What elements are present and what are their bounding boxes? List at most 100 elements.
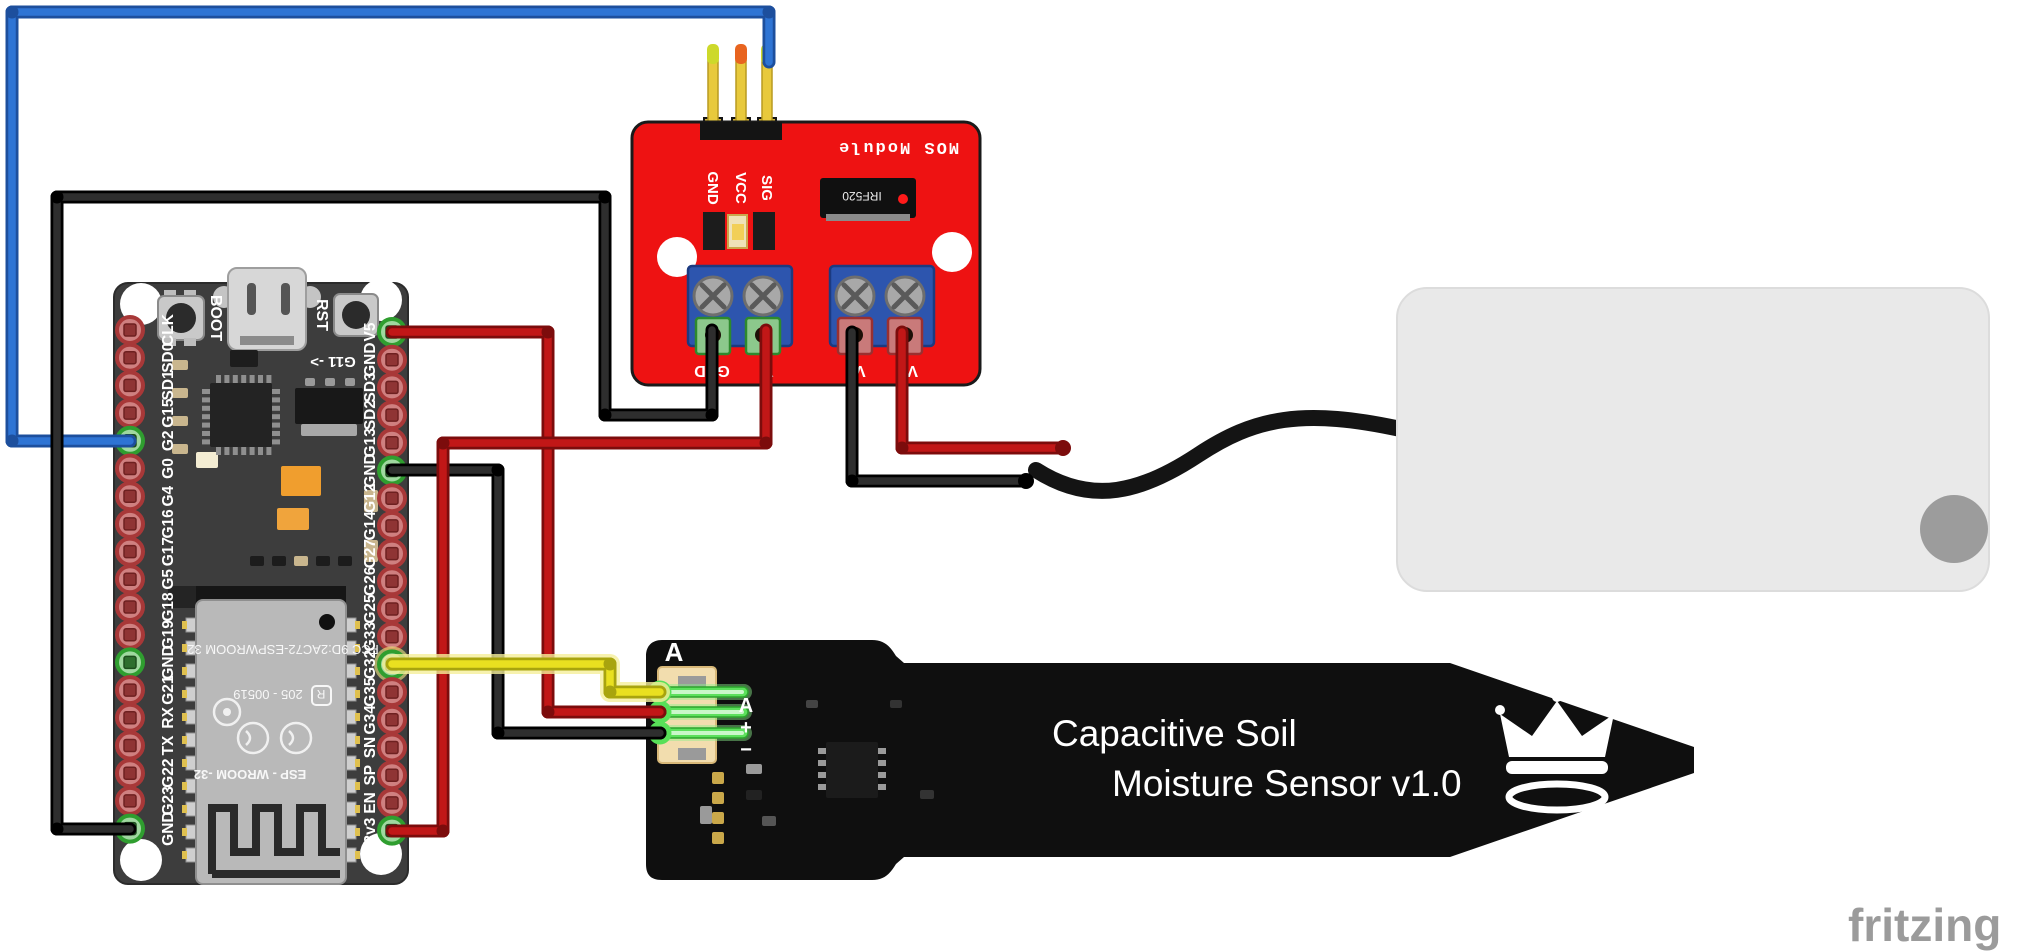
- pin-label: G14: [362, 511, 379, 541]
- smd-component: [762, 816, 776, 826]
- sensor-corner-label: A: [665, 637, 684, 667]
- mounting-hole: [657, 237, 697, 277]
- pin-sd2[interactable]: SD2: [362, 400, 407, 430]
- wire-black-vminus-to-pump[interactable]: [845, 325, 1035, 489]
- pin-g33[interactable]: G33: [362, 622, 407, 652]
- pin-sn[interactable]: SN: [362, 732, 407, 763]
- wroom-pad-gold: [182, 851, 187, 859]
- mos-title: MOS Module: [837, 137, 959, 156]
- pin-label: SD2: [362, 400, 379, 430]
- wire-red-vplus-to-pump[interactable]: [895, 325, 1072, 456]
- pin-sd3[interactable]: SD3: [362, 372, 407, 403]
- pin-g23[interactable]: G23: [115, 786, 177, 816]
- pin-label: G17: [160, 537, 177, 566]
- pin-en[interactable]: EN: [362, 787, 407, 818]
- pin-sd0[interactable]: SD0: [115, 343, 177, 373]
- chip-pin: [272, 397, 280, 403]
- rst-button[interactable]: [333, 293, 379, 337]
- smd-component: [272, 556, 286, 566]
- wroom-pad-gold: [355, 828, 360, 836]
- pin-label: TX: [160, 735, 177, 755]
- wire-yellow-g32-to-sensor-a[interactable]: [382, 654, 670, 702]
- pin-g35[interactable]: G35: [362, 677, 407, 708]
- pump-cable[interactable]: [1028, 410, 1413, 499]
- pin-g14[interactable]: G14: [362, 511, 407, 541]
- wroom-pad-gold: [182, 736, 187, 744]
- chip-pin: [216, 447, 221, 455]
- pin-g26[interactable]: G26: [362, 566, 407, 597]
- wroom-module: FCC 9D:2AC72-ESPWROOM 32 205 - 00519 R E…: [187, 586, 379, 885]
- pin-label: G12: [362, 484, 379, 513]
- pin-g34[interactable]: G34: [362, 705, 407, 735]
- wroom-name-text: ESP - WROOM -32: [194, 767, 306, 782]
- wroom-pad-gold: [182, 621, 187, 629]
- wroom-pad-gold: [355, 736, 360, 744]
- wroom-pad-gold: [182, 805, 187, 813]
- wire-red-v5-to-sensor-plus[interactable]: [385, 325, 667, 719]
- smd-component: [277, 508, 309, 530]
- pin-g25[interactable]: G25: [362, 594, 407, 624]
- wire-red-3v3-to-module-vin[interactable]: [385, 323, 773, 838]
- pin-g16[interactable]: G16: [115, 509, 177, 539]
- smd-component: [712, 812, 724, 824]
- pin-tx[interactable]: TX: [115, 730, 177, 761]
- pin-g0[interactable]: G0: [115, 453, 177, 484]
- smd-component: [295, 388, 363, 424]
- wroom-pad-gold: [355, 667, 360, 675]
- pin-g22[interactable]: G22: [115, 758, 177, 789]
- smd-component: [826, 742, 878, 798]
- chip-pin: [266, 375, 272, 383]
- chip-pin: [272, 389, 280, 394]
- mounting-hole: [932, 232, 972, 272]
- pin-g27[interactable]: G27: [362, 538, 407, 569]
- pin-g17[interactable]: G17: [115, 536, 177, 567]
- wroom-fcc-text: FCC 9D:2AC72-ESPWROOM 32: [187, 642, 378, 657]
- soil-moisture-sensor[interactable]: A A + − Capacitive Soil Moisture Sensor …: [646, 637, 1694, 880]
- pin-label: GND: [362, 342, 379, 376]
- pin-g18[interactable]: G18: [115, 592, 177, 622]
- terminal-block-control[interactable]: [686, 264, 794, 356]
- pin-gnd[interactable]: GND: [115, 645, 177, 680]
- pin-rx[interactable]: RX: [115, 702, 177, 733]
- sensor-pcb[interactable]: [646, 640, 1694, 880]
- pin-label: G0: [160, 458, 177, 479]
- pin-label: GND: [160, 645, 177, 679]
- chip-pin: [202, 431, 210, 436]
- wroom-pad-gold: [355, 759, 360, 767]
- smd-component: [920, 790, 934, 799]
- pin-gnd[interactable]: GND: [362, 342, 407, 377]
- chip-pin: [818, 772, 826, 778]
- chip-pin: [272, 439, 280, 445]
- connector-tab: [678, 676, 706, 688]
- chip-pin: [266, 447, 272, 455]
- pin-g13[interactable]: G13: [362, 428, 407, 458]
- sensor-pin-label-minus: −: [740, 739, 752, 761]
- pin-g12[interactable]: G12: [362, 483, 407, 514]
- smd-component: [172, 388, 188, 398]
- wire-black-gnd-to-module-gnd[interactable]: [50, 190, 719, 836]
- pin-sp[interactable]: SP: [362, 760, 407, 791]
- boot-button[interactable]: [157, 290, 205, 346]
- g11-note: G11 ->: [310, 353, 356, 370]
- pin-label: RX: [160, 706, 177, 728]
- header-base: [700, 122, 782, 140]
- smd-component: [316, 556, 330, 566]
- chip-pin: [818, 748, 826, 754]
- chip-pin: [216, 375, 221, 383]
- header-pin-label: VCC: [732, 172, 749, 204]
- micro-usb-connector: [213, 267, 321, 351]
- smd-component: [345, 378, 355, 386]
- chip-pin: [202, 389, 210, 394]
- esp32-board[interactable]: BOOT RST G11 -> FCC 9D:2AC72-ESPWROOM 32…: [113, 267, 410, 885]
- pin-label: G4: [160, 485, 177, 506]
- water-pump[interactable]: [1396, 287, 1990, 592]
- smd-component: [806, 700, 818, 708]
- pump-body[interactable]: [1396, 287, 1990, 592]
- irf520-label: IRF520: [842, 189, 882, 203]
- pin-label: G33: [362, 622, 379, 652]
- irf520-mosfet: IRF520: [820, 178, 916, 221]
- smd-component: [712, 832, 724, 844]
- chip-pin: [878, 784, 886, 790]
